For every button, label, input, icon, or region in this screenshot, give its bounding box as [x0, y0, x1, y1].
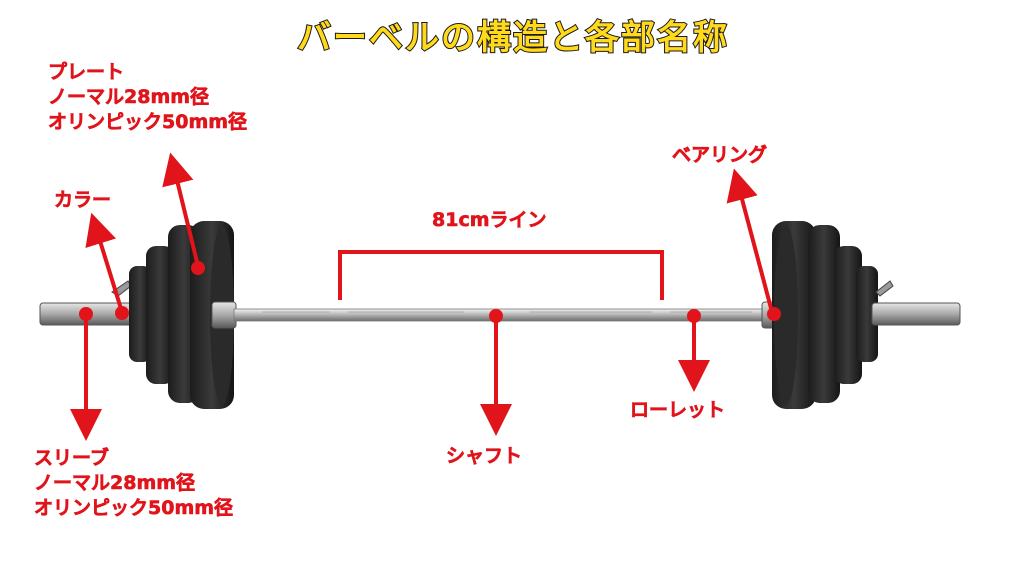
sleeve-label-line-1: スリーブ [34, 447, 109, 470]
plate-label-line-2: ノーマル28mm径 [48, 86, 210, 109]
bearing-arrow [726, 168, 774, 313]
right-plate-large [808, 225, 840, 403]
left-plate-small [129, 266, 151, 362]
left-inner-collar [211, 301, 237, 329]
plate-label-line-1: プレート [48, 61, 125, 84]
right-sleeve [871, 302, 961, 326]
collar-arrow [85, 212, 124, 313]
knurling-marker [687, 309, 701, 323]
knurling-label: ローレット [630, 399, 726, 422]
sleeve-marker [79, 307, 93, 321]
sleeve-label: スリーブ ノーマル28mm径 オリンピック50mm径 [34, 446, 234, 521]
shaft-marker [489, 309, 503, 323]
sleeve-label-line-3: オリンピック50mm径 [34, 497, 234, 520]
right-collar-clip [875, 280, 894, 297]
bearing-label: ベアリング [672, 144, 768, 167]
sleeve-label-line-2: ノーマル28mm径 [34, 472, 196, 495]
collar-marker [115, 306, 129, 320]
collar-label: カラー [54, 189, 112, 212]
right-plate-small [856, 266, 878, 362]
diagram-title: バーベルの構造と各部名称 [296, 17, 729, 59]
plate-arrow [162, 152, 200, 267]
left-plate-mid [146, 246, 174, 384]
right-plate-mid [834, 246, 862, 384]
right-plate-face [774, 225, 798, 405]
knurling-pattern [262, 311, 752, 319]
plate-marker [191, 261, 205, 275]
plate-label: プレート ノーマル28mm径 オリンピック50mm径 [48, 60, 248, 135]
shaft-label: シャフト [446, 445, 523, 468]
line-81cm-label: 81cmライン [432, 209, 547, 232]
line-81cm-bracket [338, 250, 664, 300]
plate-label-line-3: オリンピック50mm径 [48, 111, 248, 134]
bearing-marker [767, 307, 781, 321]
